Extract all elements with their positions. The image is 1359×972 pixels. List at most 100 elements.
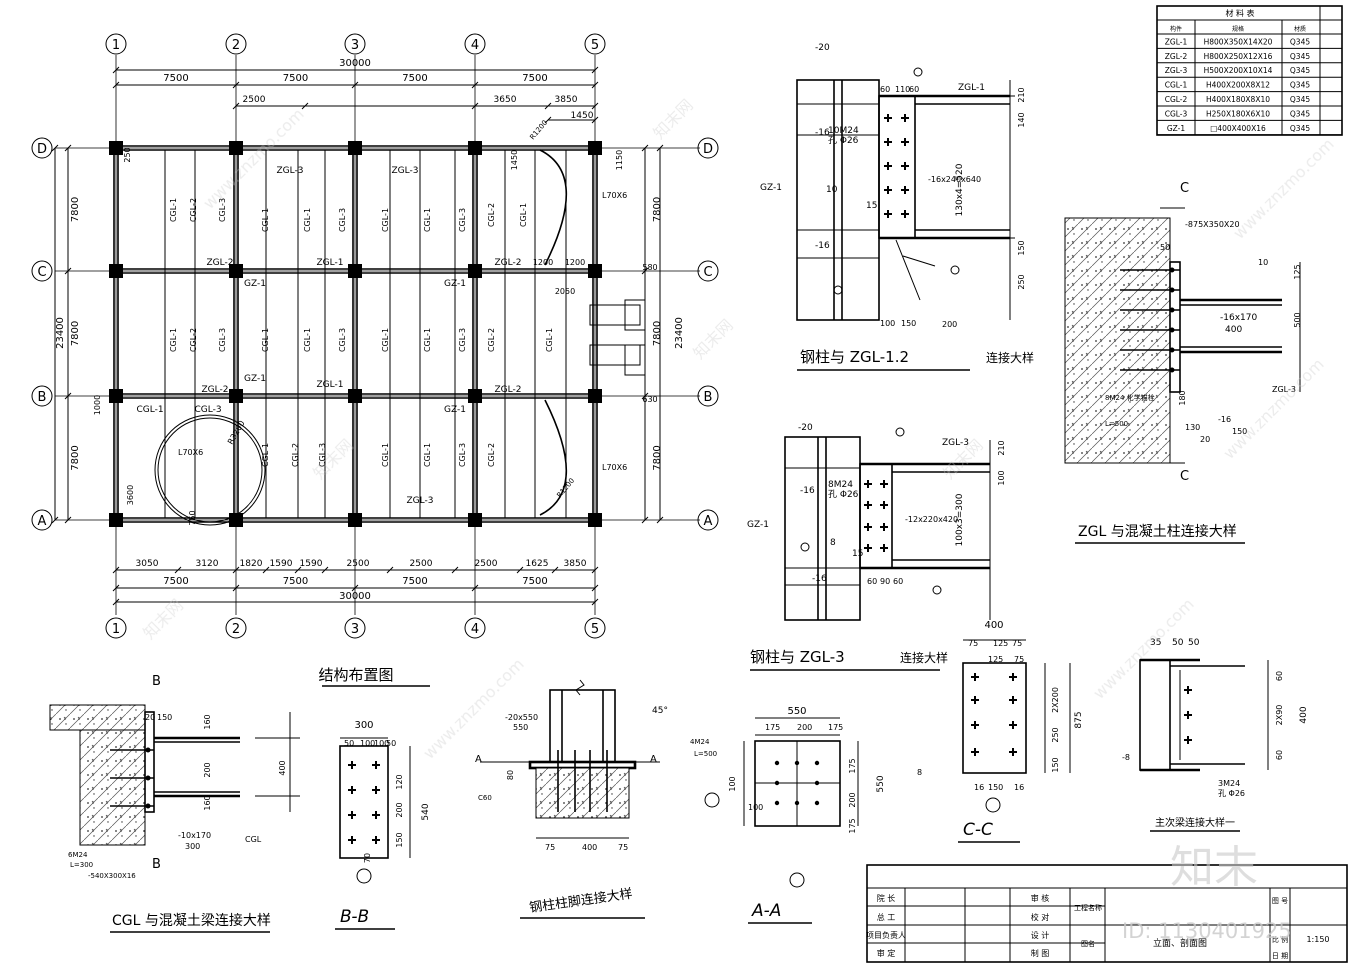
watermark-site: www.znzmo.com (199, 105, 307, 213)
beam-label: GZ-1 (444, 279, 466, 289)
detail-label: -12x220x420 (905, 515, 958, 524)
beam-label: ZGL-1 (317, 258, 344, 268)
beam-label: ZGL-2 (207, 258, 234, 268)
dim-tick (112, 81, 120, 89)
dim-tick (351, 81, 359, 89)
detail-label: 400 (984, 620, 1003, 631)
bolt (1009, 748, 1017, 756)
dim-text: 1150 (615, 150, 624, 170)
beam-label: ZGL-3 (277, 166, 304, 176)
detail-zglc-title: ZGL 与混凝土柱连接大样 (1078, 523, 1237, 540)
steel-column (588, 264, 602, 278)
axis-bubble (697, 260, 719, 282)
detail-label: -8 (1122, 753, 1130, 762)
bolt (372, 836, 380, 844)
dim-text: 1590 (300, 559, 323, 569)
bolt (884, 186, 892, 194)
material-cell-member: CGL-2 (1165, 95, 1188, 104)
anchor-nut (1169, 287, 1175, 293)
beam-label: L70X6 (178, 448, 203, 457)
detail-label: 100 (997, 470, 1006, 485)
dim-text: 1590 (270, 559, 293, 569)
detail-label: 130x4=520 (955, 163, 965, 216)
beam-label: CGL-1 (423, 208, 432, 232)
material-cell-member: CGL-3 (1165, 109, 1188, 118)
detail-label: 400 (1299, 706, 1309, 723)
dim-text: 750 (188, 510, 197, 525)
stair-member (624, 344, 646, 376)
title-block-drawing: 图名 (1081, 939, 1095, 948)
beam-label: ZGL-2 (495, 385, 522, 395)
material-cell-grade: Q345 (1290, 66, 1310, 75)
detail-label: 80 (506, 770, 515, 780)
dim-text: 30000 (339, 58, 371, 69)
dim-text: 7500 (283, 576, 308, 587)
detail-label: 210 (997, 440, 1006, 455)
detail-label: 50 (1172, 638, 1184, 648)
material-cell-grade: Q345 (1290, 95, 1310, 104)
dim-text: 1200 (533, 258, 553, 267)
dim-tick (551, 566, 559, 574)
detail-label: 100x3=300 (955, 493, 965, 546)
material-cell-spec: H400X180X8X10 (1206, 95, 1270, 104)
bolt (971, 696, 979, 704)
steel-column (229, 389, 243, 403)
detail-label: 60 (1275, 671, 1284, 681)
axis-bubble (31, 385, 53, 407)
detail-label: -16 (812, 574, 827, 584)
steel-column (468, 389, 482, 403)
watermark-site: 知末网 (139, 595, 186, 642)
dim-tick (591, 102, 599, 110)
dim-tick (516, 566, 524, 574)
beam-label: CGL-1 (381, 443, 390, 467)
bolt (884, 162, 892, 170)
beam-label: CGL-1 (303, 208, 312, 232)
detail-label: GZ-1 (747, 520, 769, 530)
detail-label: -10x170 (178, 831, 211, 840)
bolt (971, 673, 979, 681)
dim-text: 1200 (565, 258, 585, 267)
steel-column (229, 141, 243, 155)
detail-label: -20 (798, 423, 813, 433)
dim-text: 23400 (674, 317, 685, 349)
detail-label: 孔 Φ26 (828, 135, 859, 146)
bolt (971, 748, 979, 756)
bolt (1184, 711, 1192, 719)
detail-label: A (475, 754, 482, 765)
axis-bubble (31, 260, 53, 282)
beam-label: CGL-2 (487, 203, 496, 227)
title-block-scale: 1:150 (1306, 935, 1329, 944)
detail-label: 400 (582, 843, 597, 852)
detail-label: 50 (1160, 243, 1170, 252)
axis-bubble (225, 33, 247, 55)
beam-label: CGL-2 (487, 443, 496, 467)
detail-label: 150 (1232, 427, 1247, 436)
dim-tick (51, 144, 59, 152)
dim-tick (112, 598, 120, 606)
beam-label: ZGL-3 (407, 496, 434, 506)
beam-label: CGL-3 (458, 208, 467, 232)
detail-label: -16 (815, 128, 830, 138)
dim-text: 3850 (564, 559, 587, 569)
detail-label: 300 (354, 720, 373, 731)
beam-label: CGL-2 (487, 328, 496, 352)
detail-label: 130 (1185, 423, 1200, 432)
detail-label: 175 (848, 758, 857, 773)
detail-label: 75 (545, 843, 555, 852)
detail-label: 60 (867, 577, 877, 586)
dim-tick (656, 516, 664, 524)
steel-column (588, 389, 602, 403)
dim-text: 630 (642, 395, 657, 404)
axis-bubble (697, 385, 719, 407)
bolt (1009, 673, 1017, 681)
steel-column (588, 141, 602, 155)
opening-arc (154, 414, 266, 526)
detail-label: A (650, 754, 657, 765)
detail-label: 8 (917, 768, 922, 777)
detail-label: L=300 (70, 861, 93, 869)
detail-label: 75 (1014, 655, 1024, 664)
detail-ms-title: 主次梁连接大样一 (1155, 816, 1235, 829)
dim-text: 1000 (93, 395, 102, 415)
